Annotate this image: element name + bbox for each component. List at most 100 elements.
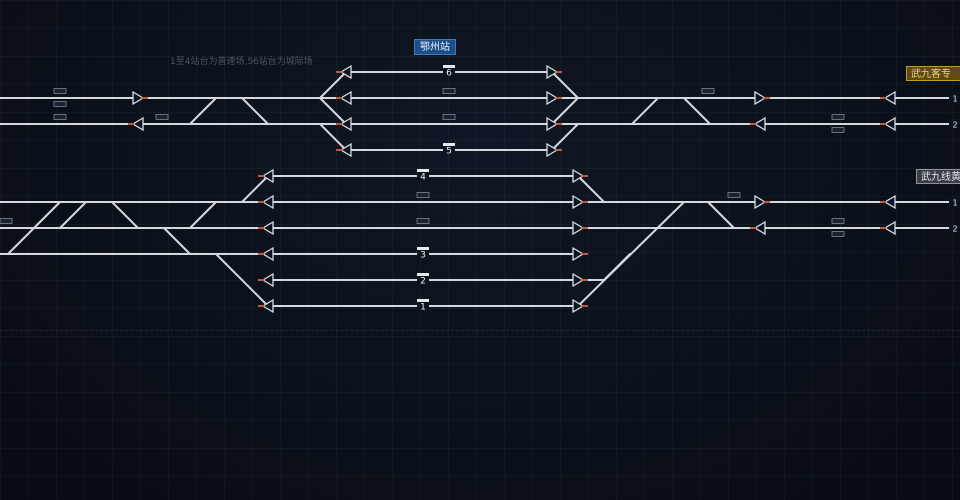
signal-arrow-icon[interactable] xyxy=(339,142,352,158)
crossover xyxy=(111,201,139,229)
platform-number-6[interactable]: 6 xyxy=(446,69,452,79)
signal-arrow-icon[interactable] xyxy=(261,272,274,288)
platform-number-4[interactable]: 4 xyxy=(420,173,426,183)
track-circuit-plate[interactable] xyxy=(53,101,67,107)
track-circuit-plate[interactable] xyxy=(727,192,741,198)
crossover xyxy=(215,253,269,307)
yard-divider xyxy=(0,330,960,331)
platform-edge-marker xyxy=(443,65,455,68)
signal-arrow-icon[interactable] xyxy=(883,220,896,236)
exit-track-label-bg xyxy=(949,197,960,207)
platform-number-1[interactable]: 1 xyxy=(420,303,426,313)
crossover xyxy=(551,71,579,99)
crossover xyxy=(551,123,579,151)
track-plates xyxy=(0,88,845,237)
crossover xyxy=(189,97,217,125)
exit-label-lower[interactable]: 武九线黄 xyxy=(916,169,960,184)
signal-arrow-icon[interactable] xyxy=(546,90,559,106)
signal-arrow-icon[interactable] xyxy=(572,194,585,210)
crossover xyxy=(163,227,191,255)
crossover xyxy=(33,201,61,229)
signal-arrow-icon[interactable] xyxy=(132,90,145,106)
signal-arrow-icon[interactable] xyxy=(883,194,896,210)
exit-track-upper-2[interactable]: 2 xyxy=(952,121,957,130)
signal-arrow-icon[interactable] xyxy=(572,298,585,314)
exit-track-label-bg xyxy=(949,93,960,103)
track-circuit-plate[interactable] xyxy=(442,88,456,94)
platform-number-5[interactable]: 5 xyxy=(446,147,452,157)
platform-edge-marker xyxy=(443,143,455,146)
crossover xyxy=(319,123,347,151)
signals xyxy=(128,64,896,314)
exit-track-lower-2[interactable]: 2 xyxy=(952,225,957,234)
station-title[interactable]: 鄂州站 xyxy=(414,39,456,55)
track-circuit-plate[interactable] xyxy=(416,192,430,198)
crossover xyxy=(319,97,347,125)
exit-label-upper[interactable]: 武九客专 xyxy=(906,66,960,81)
platform-labels: 6 5 4 3 2 1 xyxy=(417,65,455,313)
platform-label-bg xyxy=(443,146,455,155)
platform-label-bg xyxy=(417,276,429,285)
crossover xyxy=(7,227,35,255)
track-circuit-plate[interactable] xyxy=(831,218,845,224)
signal-arrow-icon[interactable] xyxy=(753,116,766,132)
signal-arrow-icon[interactable] xyxy=(339,64,352,80)
exit-track-label-bg xyxy=(949,223,960,233)
platform-number-2[interactable]: 2 xyxy=(420,277,426,287)
crossover xyxy=(631,97,659,125)
crossover xyxy=(551,97,579,125)
track-circuit-plate[interactable] xyxy=(831,114,845,120)
crossover xyxy=(319,71,347,99)
exit-track-labels: 1 2 1 2 xyxy=(949,93,960,234)
crossover xyxy=(577,175,605,203)
platform-edge-marker xyxy=(417,247,429,250)
signal-arrow-icon[interactable] xyxy=(339,116,352,132)
track-circuit-plate[interactable] xyxy=(155,114,169,120)
signal-arrow-icon[interactable] xyxy=(883,116,896,132)
signal-arrow-icon[interactable] xyxy=(339,90,352,106)
signal-arrow-icon[interactable] xyxy=(753,220,766,236)
signal-arrow-icon[interactable] xyxy=(546,64,559,80)
track-circuit-plate[interactable] xyxy=(53,114,67,120)
signal-arrow-icon[interactable] xyxy=(131,116,144,132)
platform-edge-marker xyxy=(417,273,429,276)
signal-arrow-icon[interactable] xyxy=(572,168,585,184)
platform-label-bg xyxy=(443,68,455,77)
track-circuit-plate[interactable] xyxy=(831,231,845,237)
exit-track-upper-1[interactable]: 1 xyxy=(952,95,957,104)
signal-arrow-icon[interactable] xyxy=(754,194,767,210)
signal-arrow-icon[interactable] xyxy=(546,116,559,132)
signal-arrow-icon[interactable] xyxy=(546,142,559,158)
crossover xyxy=(189,201,217,229)
platform-number-3[interactable]: 3 xyxy=(420,251,426,261)
crossover xyxy=(683,97,711,125)
platform-label-bg xyxy=(417,172,429,181)
platform-edge-marker xyxy=(417,299,429,302)
crossover xyxy=(241,175,269,203)
crossover xyxy=(241,97,269,125)
platform-label-bg xyxy=(417,250,429,259)
exit-track-lower-1[interactable]: 1 xyxy=(952,199,957,208)
signal-arrow-icon[interactable] xyxy=(261,194,274,210)
signal-arrow-icon[interactable] xyxy=(261,220,274,236)
crossover xyxy=(603,253,631,281)
track-circuit-plate[interactable] xyxy=(831,127,845,133)
signal-arrow-icon[interactable] xyxy=(572,272,585,288)
yard-note: 1至4站台为普速场,56站台为城际场 xyxy=(170,57,313,67)
signal-arrow-icon[interactable] xyxy=(572,220,585,236)
tracks xyxy=(0,71,960,307)
signal-arrow-icon[interactable] xyxy=(572,246,585,262)
signal-arrow-icon[interactable] xyxy=(754,90,767,106)
signal-arrow-icon[interactable] xyxy=(261,246,274,262)
signal-arrow-icon[interactable] xyxy=(883,90,896,106)
track-circuit-plate[interactable] xyxy=(442,114,456,120)
track-circuit-plate[interactable] xyxy=(701,88,715,94)
signal-arrow-icon[interactable] xyxy=(261,168,274,184)
track-circuit-plate[interactable] xyxy=(0,218,13,224)
signal-arrow-icon[interactable] xyxy=(261,298,274,314)
track-circuit-plate[interactable] xyxy=(416,218,430,224)
track-circuit-plate[interactable] xyxy=(53,88,67,94)
platform-edge-marker xyxy=(417,169,429,172)
